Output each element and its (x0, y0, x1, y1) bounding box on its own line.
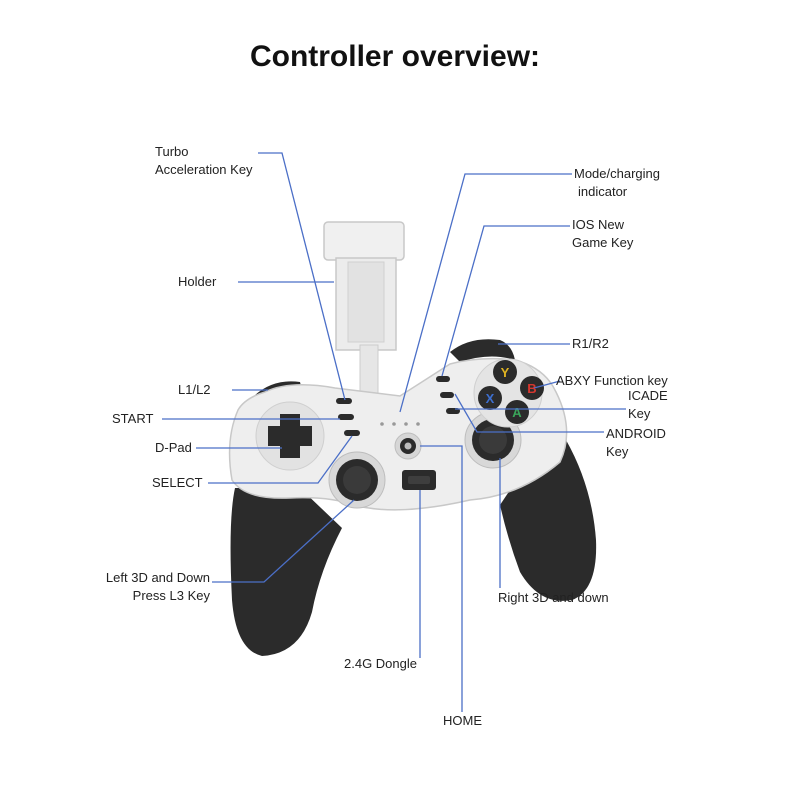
leader-home (420, 445, 463, 712)
label-android-line2: Key (606, 444, 629, 459)
page-title: Controller overview: (249, 40, 541, 73)
label-abxy: ABXY Function key (556, 373, 668, 388)
label-android: ANDROID Key (606, 425, 666, 461)
label-turbo-line1: Turbo (155, 144, 189, 159)
label-select: SELECT (152, 475, 203, 490)
label-mode-line2: indicator (578, 184, 628, 199)
button-y-label: Y (501, 365, 510, 380)
label-turbo-line2: Acceleration Key (155, 162, 253, 177)
button-x-label: X (486, 391, 495, 406)
d-pad (255, 401, 325, 471)
leader-android (454, 393, 604, 433)
label-android-line1: ANDROID (606, 426, 666, 441)
leader-ios (441, 225, 570, 377)
button-a: A (505, 400, 529, 424)
label-ios-line2: Game Key (572, 235, 634, 250)
label-l1l2: L1/L2 (178, 382, 211, 397)
home-button (394, 432, 422, 460)
abxy-button-cluster: Y B X A (473, 358, 544, 428)
leader-mode (399, 173, 572, 413)
left-grip (230, 488, 342, 656)
label-dpad: D-Pad (155, 440, 192, 455)
label-mode-line1: Mode/charging (574, 166, 660, 181)
label-turbo: Turbo Acceleration Key (155, 143, 253, 179)
label-left3d-line2: Press L3 Key (132, 588, 210, 603)
left-analog-stick (328, 451, 386, 509)
label-home: HOME (443, 713, 482, 728)
label-ios-line1: IOS New (572, 217, 625, 232)
label-mode: Mode/charging indicator (574, 165, 660, 201)
label-ios: IOS New Game Key (572, 216, 633, 252)
dongle-slot (402, 470, 436, 490)
label-left3d: Left 3D and Down Press L3 Key (86, 569, 210, 605)
label-start: START (112, 411, 154, 426)
right-shoulder-bumper (450, 339, 515, 362)
leader-left3d (212, 499, 355, 583)
button-b: B (520, 376, 544, 400)
button-x: X (478, 386, 502, 410)
leader-lines (162, 152, 626, 712)
leader-abxy (533, 380, 561, 389)
button-y: Y (493, 360, 517, 384)
button-b-label: B (527, 381, 536, 396)
label-icade-line2: Key (628, 406, 651, 421)
label-icade: ICADE Key (628, 387, 668, 423)
button-a-label: A (512, 405, 522, 420)
right-function-buttons (436, 376, 460, 414)
label-right3d: Right 3D and down (498, 590, 609, 605)
label-r1r2: R1/R2 (572, 336, 609, 351)
label-icade-line1: ICADE (628, 388, 668, 403)
leader-select (208, 435, 353, 484)
left-function-buttons (336, 398, 360, 436)
label-holder: Holder (178, 274, 217, 289)
right-analog-stick (464, 411, 522, 469)
leader-turbo (258, 152, 346, 401)
phone-holder (323, 221, 405, 421)
label-dongle: 2.4G Dongle (344, 656, 417, 671)
label-left3d-line1: Left 3D and Down (105, 570, 210, 585)
indicator-lights (380, 422, 420, 426)
